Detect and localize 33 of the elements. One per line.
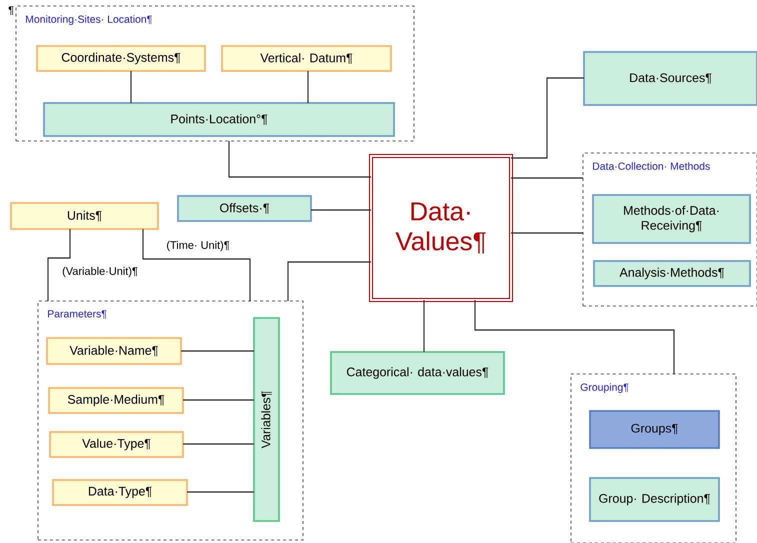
central-entity-box: Data· Values¶ (369, 154, 513, 302)
entity-box: Categorical· data·values¶ (330, 351, 505, 395)
attribute-box: Value·Type¶ (49, 431, 184, 458)
entity-box: Groups¶ (589, 410, 720, 449)
edge-label: (Time· Unit)¶ (165, 240, 231, 252)
group-title: Data·Collection· Methods (593, 162, 710, 170)
connector-line (474, 300, 674, 374)
connector-line (142, 228, 250, 302)
entity-box: Offsets·¶ (177, 195, 312, 222)
entity-box: Analysis·Methods¶ (593, 260, 751, 287)
attribute-box: Sample·Medium¶ (48, 387, 184, 414)
entity-box: Methods·of·Data· Receiving¶ (592, 194, 751, 244)
attribute-box: Units¶ (10, 202, 159, 230)
connector-line (130, 70, 132, 104)
attribute-box: Data·Type¶ (52, 479, 188, 506)
attribute-box: Variable·Name¶ (46, 337, 182, 365)
entity-box: Group· Description¶ (589, 477, 720, 522)
attribute-box: Vertical· Datum¶ (221, 45, 392, 72)
entity-box: Data·Sources¶ (583, 51, 757, 106)
vertical-entity-box: Variables¶ (253, 317, 280, 522)
group-title: Monitoring·Sites· Location¶ (26, 15, 152, 25)
entity-box: Points·Location°¶ (43, 102, 395, 137)
formatting-mark: ¶ (8, 6, 14, 16)
attribute-box: Coordinate·Systems¶ (36, 45, 206, 72)
connector-line (228, 140, 372, 178)
connector-line (288, 262, 372, 302)
edge-label: (Variable·Unit)¶ (61, 266, 139, 278)
connector-line (510, 232, 584, 234)
connector-line (180, 350, 254, 352)
group-title: Parameters¶ (48, 310, 106, 319)
connector-line (48, 228, 70, 302)
connector-line (510, 78, 584, 158)
group-title: Grouping¶ (580, 383, 628, 393)
